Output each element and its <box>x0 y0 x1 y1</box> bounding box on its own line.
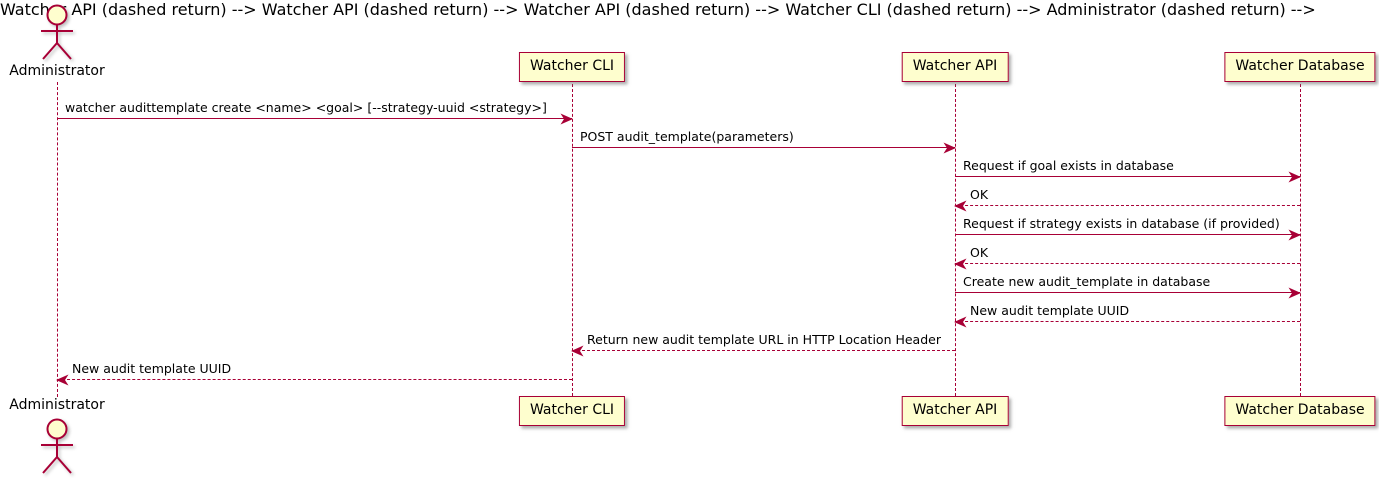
message-label: Request if goal exists in database <box>963 158 1174 173</box>
participant-box-watcher-api-bottom: Watcher API <box>901 396 1009 426</box>
message-label: Return new audit template URL in HTTP Lo… <box>587 332 941 347</box>
message-request-goal-exists: Request if goal exists in database <box>955 158 1301 183</box>
lifeline-watcher-database <box>1300 84 1301 396</box>
lifeline-watcher-cli <box>572 84 573 396</box>
message-return-url-location-header: Return new audit template URL in HTTP Lo… <box>571 332 955 357</box>
message-label: OK <box>970 187 989 202</box>
arrowhead-left-icon <box>954 200 967 212</box>
lifeline-administrator <box>57 82 58 397</box>
participant-box-watcher-database-top: Watcher Database <box>1224 52 1376 82</box>
actor-icon-top <box>41 4 73 60</box>
message-create-audit-template-db: Create new audit_template in database <box>955 274 1301 299</box>
message-label: Request if strategy exists in database (… <box>963 216 1280 231</box>
message-label: POST audit_template(parameters) <box>580 129 794 144</box>
actor-icon-bottom <box>41 418 73 474</box>
message-request-strategy-exists: Request if strategy exists in database (… <box>955 216 1301 241</box>
arrowhead-right-icon <box>1288 171 1301 183</box>
message-ok-goal: OK <box>954 187 1300 212</box>
arrowhead-right-icon <box>560 113 573 125</box>
arrowhead-left-icon <box>954 316 967 328</box>
message-label: watcher audittemplate create <name> <goa… <box>65 100 547 115</box>
message-new-uuid-admin: New audit template UUID <box>56 361 572 386</box>
arrowhead-right-icon <box>943 142 956 154</box>
participant-box-watcher-cli-bottom: Watcher CLI <box>518 396 626 426</box>
arrowhead-left-icon <box>954 258 967 270</box>
arrowhead-left-icon <box>571 345 584 357</box>
arrowhead-right-icon <box>1288 229 1301 241</box>
participant-box-watcher-cli-top: Watcher CLI <box>518 52 626 82</box>
lifeline-watcher-api <box>955 84 956 396</box>
message-label: Create new audit_template in database <box>963 274 1211 289</box>
actor-label-administrator-top: Administrator <box>9 63 105 79</box>
participant-box-watcher-database-bottom: Watcher Database <box>1224 396 1376 426</box>
arrowhead-left-icon <box>56 374 69 386</box>
arrowhead-right-icon <box>1288 287 1301 299</box>
message-label: New audit template UUID <box>970 303 1130 318</box>
participant-box-watcher-api-top: Watcher API <box>901 52 1009 82</box>
message-ok-strategy: OK <box>954 245 1300 270</box>
message-create-audittemplate: watcher audittemplate create <name> <goa… <box>57 100 573 125</box>
message-label: OK <box>970 245 989 260</box>
actor-label-administrator-bottom: Administrator <box>9 397 105 413</box>
message-label: New audit template UUID <box>72 361 232 376</box>
message-new-uuid-db: New audit template UUID <box>954 303 1300 328</box>
message-post-audit-template: POST audit_template(parameters) <box>572 129 956 154</box>
